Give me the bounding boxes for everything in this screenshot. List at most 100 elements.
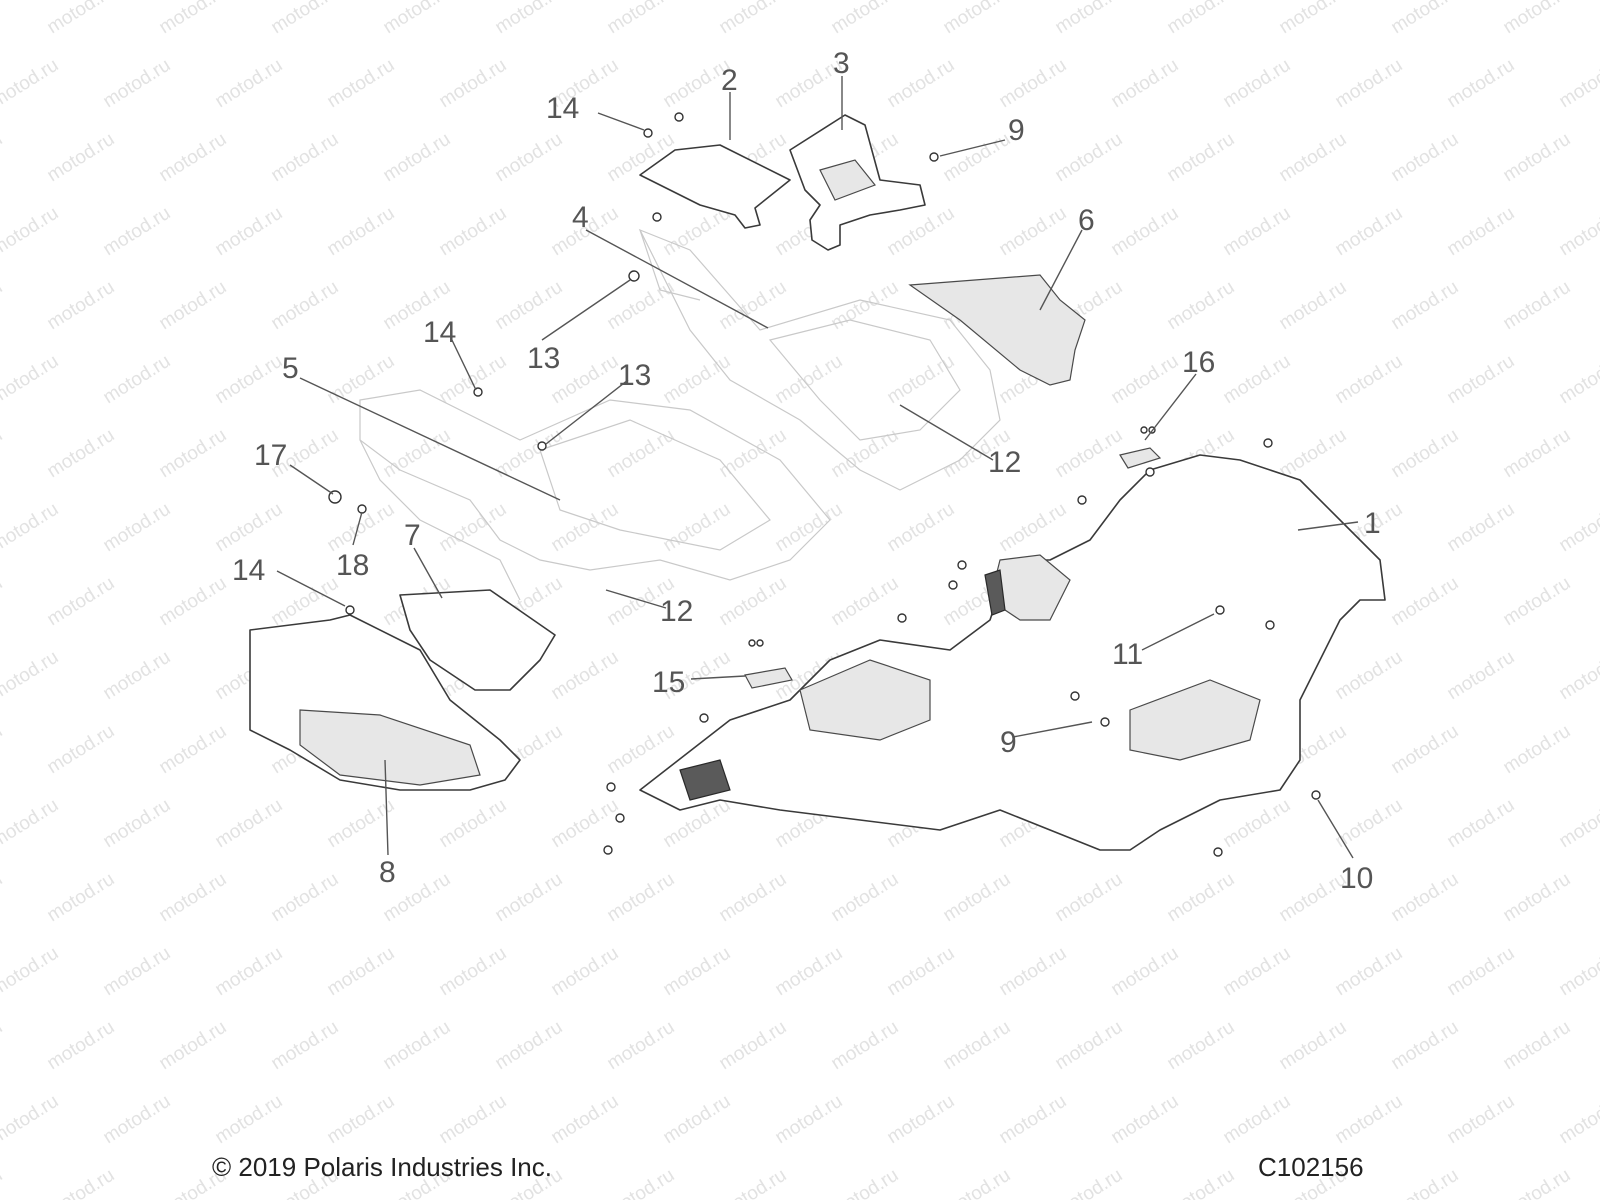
watermark-text: motod.ru — [940, 869, 1015, 927]
watermark-text: motod.ru — [1556, 203, 1600, 261]
watermark-text: motod.ru — [660, 943, 735, 1001]
watermark-text: motod.ru — [1556, 943, 1600, 1001]
watermark-text: motod.ru — [436, 351, 511, 409]
watermark-text: motod.ru — [0, 1091, 62, 1149]
watermark-text: motod.ru — [0, 647, 62, 705]
watermark-text: motod.ru — [1332, 203, 1407, 261]
watermark-text: motod.ru — [436, 943, 511, 1001]
watermark-text: motod.ru — [268, 129, 343, 187]
watermark-text: motod.ru — [436, 795, 511, 853]
watermark-text: motod.ru — [156, 721, 231, 779]
watermark-text: motod.ru — [0, 721, 6, 779]
callout-3: 3 — [833, 47, 850, 80]
watermark-text: motod.ru — [548, 943, 623, 1001]
callout-1: 1 — [1364, 507, 1381, 540]
watermark-text: motod.ru — [156, 1017, 231, 1075]
watermark-text: motod.ru — [44, 0, 119, 38]
part-side-panel-8 — [249, 614, 521, 791]
watermark-text: motod.ru — [492, 129, 567, 187]
watermark-text: motod.ru — [156, 0, 231, 38]
watermark-text: motod.ru — [1052, 0, 1127, 38]
watermark-text: motod.ru — [1164, 869, 1239, 927]
watermark-text: motod.ru — [100, 203, 175, 261]
watermark-text: motod.ru — [212, 351, 287, 409]
watermark-text: motod.ru — [212, 55, 287, 113]
watermark-text: motod.ru — [0, 943, 62, 1001]
watermark-text: motod.ru — [996, 203, 1071, 261]
watermark-text: motod.ru — [492, 277, 567, 335]
watermark-text: motod.ru — [100, 1091, 175, 1149]
watermark-text: motod.ru — [100, 943, 175, 1001]
watermark-text: motod.ru — [1108, 203, 1183, 261]
watermark-text: motod.ru — [156, 869, 231, 927]
watermark-text: motod.ru — [0, 1165, 6, 1200]
watermark-text: motod.ru — [380, 1017, 455, 1075]
callout-14-middle: 14 — [423, 316, 456, 349]
watermark-text: motod.ru — [44, 869, 119, 927]
watermark-text: motod.ru — [1108, 943, 1183, 1001]
watermark-text: motod.ru — [884, 55, 959, 113]
watermark-text: motod.ru — [436, 499, 511, 557]
watermark-text: motod.ru — [716, 425, 791, 483]
watermark-text: motod.ru — [940, 1165, 1015, 1200]
watermark-text: motod.ru — [100, 647, 175, 705]
watermark-text: motod.ru — [1332, 795, 1407, 853]
watermark-text: motod.ru — [1052, 1017, 1127, 1075]
watermark-text: motod.ru — [1052, 869, 1127, 927]
watermark-text: motod.ru — [828, 1165, 903, 1200]
watermark-text: motod.ru — [604, 0, 679, 38]
callout-14-top: 14 — [546, 92, 579, 125]
watermark-text: motod.ru — [940, 1017, 1015, 1075]
callout-2: 2 — [721, 64, 738, 97]
watermark-text: motod.ru — [1332, 351, 1407, 409]
watermark-text: motod.ru — [380, 0, 455, 38]
watermark-text: motod.ru — [1276, 0, 1351, 38]
watermark-text: motod.ru — [1108, 1091, 1183, 1149]
watermark-text: motod.ru — [828, 425, 903, 483]
callout-6: 6 — [1078, 204, 1095, 237]
watermark-text: motod.ru — [212, 943, 287, 1001]
watermark-text: motod.ru — [1556, 795, 1600, 853]
watermark-text: motod.ru — [0, 795, 62, 853]
watermark-text: motod.ru — [1444, 647, 1519, 705]
watermark-text: motod.ru — [1500, 129, 1575, 187]
watermark-text: motod.ru — [1052, 129, 1127, 187]
watermark-text: motod.ru — [156, 277, 231, 335]
watermark-text: motod.ru — [1052, 1165, 1127, 1200]
watermark-text: motod.ru — [1444, 1091, 1519, 1149]
watermark-text: motod.ru — [1500, 721, 1575, 779]
watermark-text: motod.ru — [1388, 0, 1463, 38]
watermark-text: motod.ru — [996, 55, 1071, 113]
callout-15: 15 — [652, 666, 685, 699]
part-rear-rack — [638, 228, 1001, 491]
watermark-text: motod.ru — [380, 129, 455, 187]
watermark-text: motod.ru — [940, 0, 1015, 38]
watermark-text: motod.ru — [100, 351, 175, 409]
watermark-text: motod.ru — [716, 1165, 791, 1200]
diagram-code: C102156 — [1258, 1152, 1364, 1182]
callout-9-top: 9 — [1008, 114, 1025, 147]
callout-16: 16 — [1182, 346, 1215, 379]
watermark-text: motod.ru — [1276, 277, 1351, 335]
watermark-text: motod.ru — [604, 1165, 679, 1200]
watermark-text: motod.ru — [212, 1091, 287, 1149]
watermark-text: motod.ru — [324, 1091, 399, 1149]
part-body-1 — [639, 454, 1386, 851]
watermark-text: motod.ru — [44, 1017, 119, 1075]
watermark-text: motod.ru — [1500, 869, 1575, 927]
watermark-text: motod.ru — [1556, 647, 1600, 705]
watermark-text: motod.ru — [0, 573, 6, 631]
copyright-notice: © 2019 Polaris Industries Inc. — [212, 1152, 552, 1182]
watermark-text: motod.ru — [1108, 55, 1183, 113]
watermark-text: motod.ru — [268, 869, 343, 927]
watermark-text: motod.ru — [548, 795, 623, 853]
watermark-text: motod.ru — [1556, 351, 1600, 409]
watermark-text: motod.ru — [1388, 1165, 1463, 1200]
watermark-text: motod.ru — [0, 499, 62, 557]
parts-layer — [249, 112, 1386, 857]
watermark-text: motod.ru — [1332, 1091, 1407, 1149]
watermark-text: motod.ru — [604, 1017, 679, 1075]
callout-layer: 1 2 3 4 5 6 7 8 9 9 10 11 12 12 13 13 14… — [232, 47, 1381, 895]
watermark-text: motod.ru — [1388, 129, 1463, 187]
